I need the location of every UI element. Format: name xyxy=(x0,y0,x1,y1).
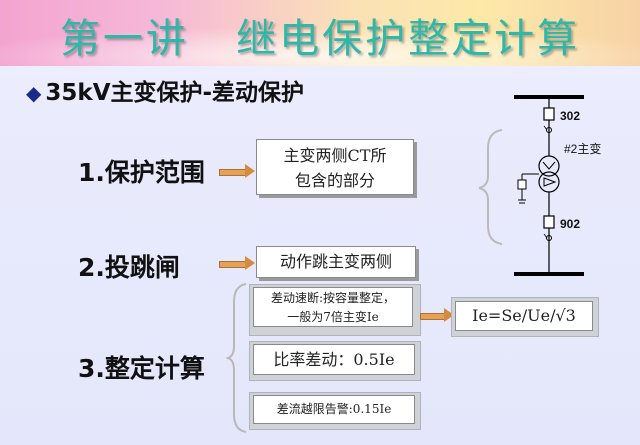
arrow-right-icon xyxy=(219,256,255,270)
banner-sheen xyxy=(0,26,640,66)
scope-box-line2: 包含的部分 xyxy=(294,171,375,190)
transformer-label: #2主变 xyxy=(564,141,601,156)
transformer-winding-icon xyxy=(538,155,560,177)
breaker-302-label: 302 xyxy=(560,109,580,123)
diff-alarm-box: 差流越限告警:0.15Ie xyxy=(253,395,415,424)
scope-box-line1: 主变两侧CT所 xyxy=(283,146,387,165)
diamond-bullet-icon: ◆ xyxy=(26,81,42,105)
trip-box: 动作跳主变两侧 xyxy=(256,246,416,278)
scope-bracket-icon xyxy=(478,129,503,245)
transformer-diagram: 302 #2主变 902 xyxy=(514,95,601,276)
quick-differential-line2: 一般为7倍主变Ie xyxy=(287,310,379,324)
formula-box: Ie=Se/Ue/√3 xyxy=(455,301,593,331)
scope-box: 主变两侧CT所 包含的部分 xyxy=(256,139,414,195)
section-heading-calc: 3.整定计算 xyxy=(78,354,205,383)
arrow-right-icon xyxy=(219,164,255,178)
slide-subtitle: ◆35kV主变保护-差动保护 xyxy=(26,73,304,107)
breaker-902-label: 902 xyxy=(560,217,580,231)
ratio-differential-box: 比率差动：0.5Ie xyxy=(253,344,415,375)
breaker-902-icon xyxy=(543,215,555,229)
breaker-302-icon xyxy=(543,107,555,121)
calc-bracket-icon xyxy=(226,283,247,433)
section-heading-trip: 2.投跳闸 xyxy=(78,253,180,282)
quick-differential-line1: 差动速断:按容量整定， xyxy=(270,291,396,305)
section-heading-scope: 1.保护范围 xyxy=(78,158,205,187)
slide-title: 第一讲 继电保护整定计算 xyxy=(59,16,581,62)
title-banner: 第一讲 继电保护整定计算 xyxy=(0,0,640,66)
arrow-right-icon xyxy=(420,308,454,322)
quick-differential-box: 差动速断:按容量整定， 一般为7倍主变Ie xyxy=(253,287,413,327)
subtitle-text: 35kV主变保护-差动保护 xyxy=(45,80,305,106)
